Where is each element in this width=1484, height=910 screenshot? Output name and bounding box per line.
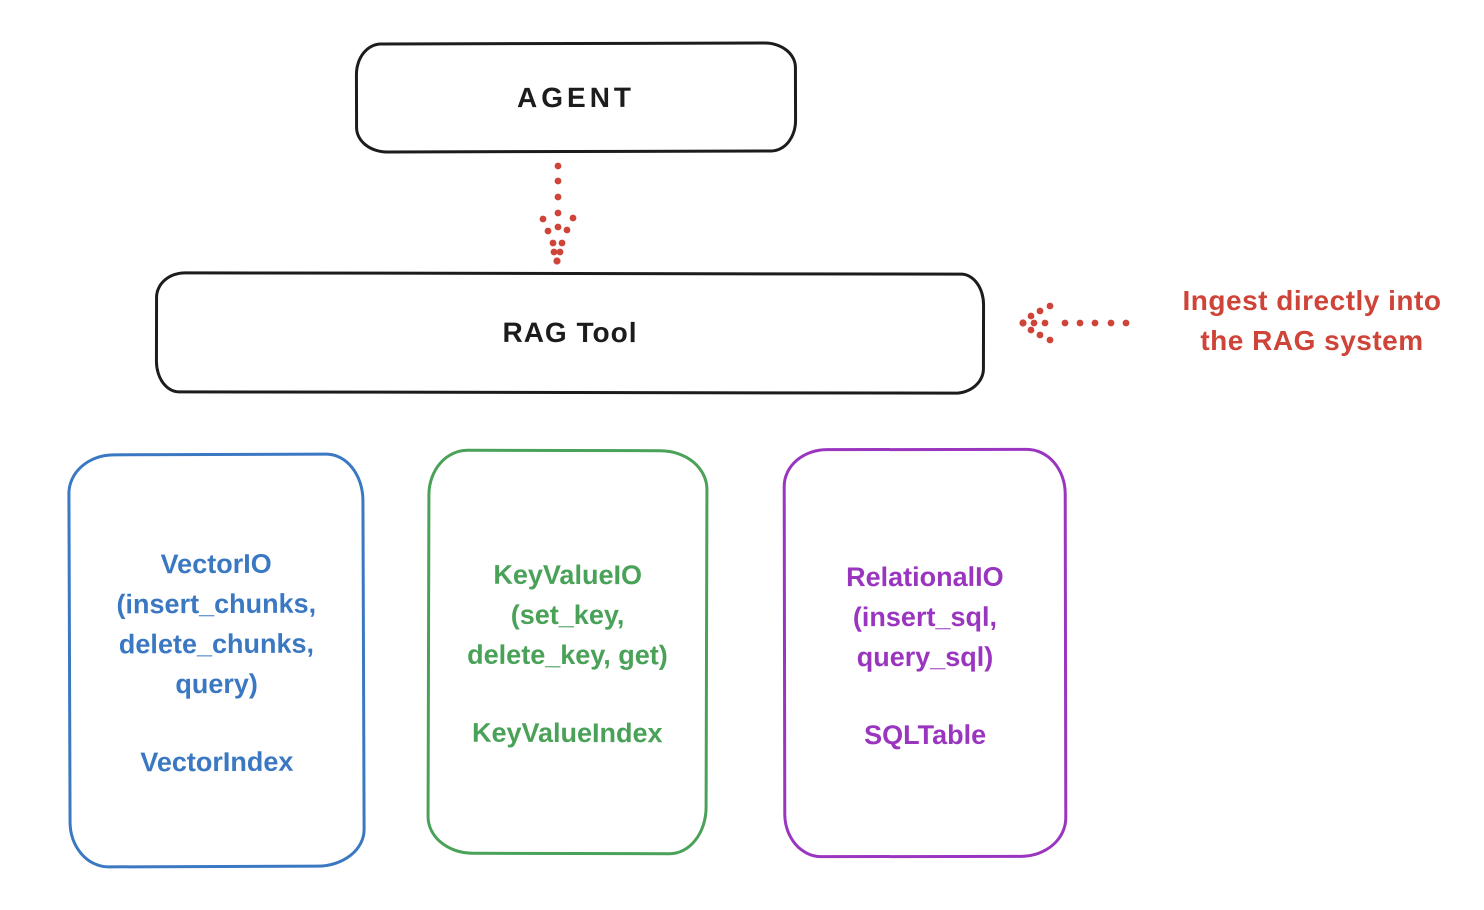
rag-tool-box: RAG Tool (154, 271, 986, 395)
agent-label: AGENT (516, 81, 636, 113)
relational-io-methods-line1: (insert_sql, (852, 601, 997, 633)
vector-io-methods-line1: (insert_chunks, (116, 588, 317, 620)
relational-io-box: RelationalIO (insert_sql, query_sql) SQL… (782, 447, 1068, 859)
vector-io-title: VectorIO (160, 548, 272, 580)
keyvalue-index-label: KeyValueIndex (471, 717, 663, 749)
dotted-left-arrow-icon (1019, 302, 1130, 344)
sql-table-label: SQLTable (864, 719, 987, 751)
rag-tool-label: RAG Tool (502, 316, 638, 349)
vector-io-methods-line3: query) (175, 668, 258, 700)
vector-io-methods-line2: delete_chunks, (118, 628, 315, 660)
ingest-annotation-line1: Ingest directly into (1182, 285, 1442, 316)
agent-box: AGENT (354, 41, 798, 154)
keyvalue-io-box: KeyValueIO (set_key, delete_key, get) Ke… (426, 448, 709, 856)
dotted-down-arrow-icon (539, 162, 577, 265)
keyvalue-io-methods-line2: delete_key, get) (467, 639, 668, 671)
vector-io-box: VectorIO (insert_chunks, delete_chunks, … (67, 452, 366, 869)
relational-io-title: RelationalIO (846, 561, 1004, 593)
vector-index-label: VectorIndex (140, 746, 294, 778)
ingest-annotation-line2: the RAG system (1200, 325, 1424, 356)
ingest-annotation: Ingest directly into the RAG system (1140, 281, 1484, 361)
relational-io-methods-line2: query_sql) (856, 641, 994, 673)
keyvalue-io-methods-line1: (set_key, (510, 599, 625, 631)
keyvalue-io-title: KeyValueIO (493, 559, 643, 591)
